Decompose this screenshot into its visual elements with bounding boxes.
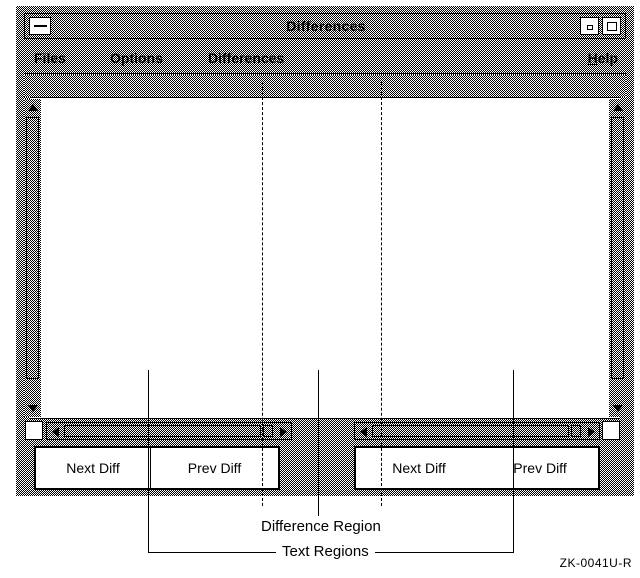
vscroll-right-up-arrow[interactable]	[610, 100, 625, 115]
menu-item-files[interactable]: Files	[34, 50, 66, 66]
vscroll-right-trough[interactable]	[609, 99, 626, 417]
maximize-icon	[607, 22, 617, 31]
window-title: Differences	[286, 18, 366, 34]
vscroll-left-up-arrow[interactable]	[25, 100, 40, 115]
vscroll-left-down-arrow[interactable]	[25, 401, 40, 416]
button-row-left: Next Diff Prev Diff	[34, 446, 280, 490]
hscroll-right-thumb-end[interactable]	[571, 425, 581, 437]
hscroll-right-thumb[interactable]	[372, 425, 569, 437]
hscroll-left-right-arrow[interactable]	[276, 424, 290, 438]
vertical-scrollbar-left[interactable]	[24, 99, 41, 417]
maximize-button[interactable]	[602, 17, 621, 35]
window-menu-icon	[34, 25, 47, 27]
panes-container: Next Diff Prev Diff Next Diff Prev Diff	[24, 97, 626, 490]
next-diff-button-left[interactable]: Next Diff	[66, 460, 120, 476]
window-menu-button[interactable]	[29, 17, 51, 35]
menu-item-differences[interactable]: Differences	[208, 50, 285, 66]
prev-diff-button-left[interactable]: Prev Diff	[187, 460, 242, 476]
hscroll-left-thumb[interactable]	[64, 425, 261, 437]
vscroll-left-trough[interactable]	[24, 99, 41, 417]
leader-difference-region	[318, 370, 319, 516]
arrow-down-icon	[613, 405, 623, 412]
hscroll-right-left-arrow[interactable]	[356, 424, 370, 438]
title-bar[interactable]: Differences	[24, 13, 626, 39]
minimize-button[interactable]	[580, 17, 599, 35]
prev-diff-button-right[interactable]: Prev Diff	[513, 460, 567, 476]
menu-item-options[interactable]: Options	[110, 50, 163, 66]
arrow-left-icon	[360, 427, 367, 437]
text-display-area[interactable]	[30, 97, 620, 419]
leader-text-region-left-outer	[148, 370, 149, 553]
menu-item-help[interactable]: Help	[588, 44, 618, 73]
vscroll-right-down-arrow[interactable]	[610, 401, 625, 416]
horizontal-scrollbar-right[interactable]	[354, 422, 600, 440]
minimize-icon	[587, 25, 593, 30]
menu-bar: Files Options Differences Help	[24, 44, 626, 74]
menu-help-mnemonic: H	[587, 50, 598, 66]
difference-region-boundary-right	[381, 82, 382, 506]
scrollbar-corner-right	[602, 421, 620, 440]
arrow-right-icon	[588, 427, 595, 437]
vertical-scrollbar-right[interactable]	[609, 99, 626, 417]
button-row-right: Next Diff Prev Diff	[354, 446, 600, 490]
arrow-up-icon	[613, 104, 623, 111]
hscroll-left-left-arrow[interactable]	[48, 424, 62, 438]
hscroll-left-thumb-end[interactable]	[263, 425, 273, 437]
button-row-left-divider	[150, 448, 151, 488]
scrollbar-corner-left	[25, 421, 43, 440]
arrow-up-icon	[28, 104, 38, 111]
leader-text-region-right-outer	[513, 370, 514, 553]
annotation-difference-region: Difference Region	[255, 518, 387, 535]
arrow-right-icon	[280, 427, 287, 437]
menu-help-rest: elp	[597, 50, 618, 66]
menubar-separator-strip	[24, 75, 626, 97]
vscroll-left-thumb[interactable]	[26, 117, 39, 379]
arrow-left-icon	[52, 427, 59, 437]
hscroll-right-right-arrow[interactable]	[584, 424, 598, 438]
arrow-down-icon	[28, 405, 38, 412]
next-diff-button-right[interactable]: Next Diff	[392, 460, 446, 476]
figure-id: ZK-0041U-R	[559, 556, 632, 570]
annotation-text-regions: Text Regions	[276, 543, 375, 560]
difference-region-boundary-left	[262, 82, 263, 506]
vscroll-right-thumb[interactable]	[611, 117, 624, 379]
horizontal-scrollbar-left[interactable]	[46, 422, 292, 440]
